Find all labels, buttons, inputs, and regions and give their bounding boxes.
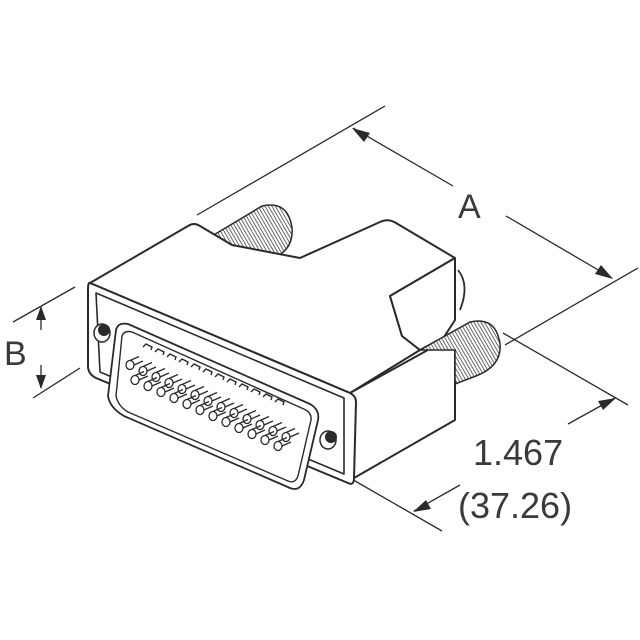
extension-line-a-right — [504, 267, 639, 346]
dimension-b — [12, 286, 81, 399]
extension-line-b-bottom — [32, 367, 81, 399]
dimension-depth-mm: (37.26) — [458, 485, 573, 526]
flange-screw-right — [319, 430, 337, 450]
dimension-a — [196, 105, 639, 346]
pins-top-row — [125, 355, 300, 443]
dimension-label-a: A — [458, 188, 481, 226]
extension-line-depth-front — [342, 473, 443, 532]
arrowhead-a-right — [595, 265, 613, 279]
dimension-line-a-left — [352, 127, 454, 187]
dimension-depth — [342, 332, 629, 532]
extension-line-b-top — [12, 286, 76, 323]
arrowhead-depth-front — [413, 500, 431, 512]
dimension-line-a-right — [505, 215, 613, 279]
arrowhead-b-top — [36, 306, 46, 320]
socket-marks — [142, 343, 285, 406]
arrowhead-a-left — [352, 128, 370, 142]
thumbscrew-lower — [417, 320, 501, 420]
dimension-depth-inches: 1.467 — [473, 432, 564, 473]
pins-bottom-row — [130, 370, 292, 452]
extension-line-depth-back — [502, 332, 629, 406]
extension-line-a-left — [196, 105, 386, 216]
flange-screw-left — [93, 323, 111, 343]
backshell-housing — [89, 219, 456, 479]
dimension-label-b: B — [4, 335, 27, 373]
thumbscrew-right-back — [457, 269, 466, 311]
arrowhead-depth-back — [598, 398, 616, 410]
arrowhead-b-bottom — [36, 375, 46, 389]
